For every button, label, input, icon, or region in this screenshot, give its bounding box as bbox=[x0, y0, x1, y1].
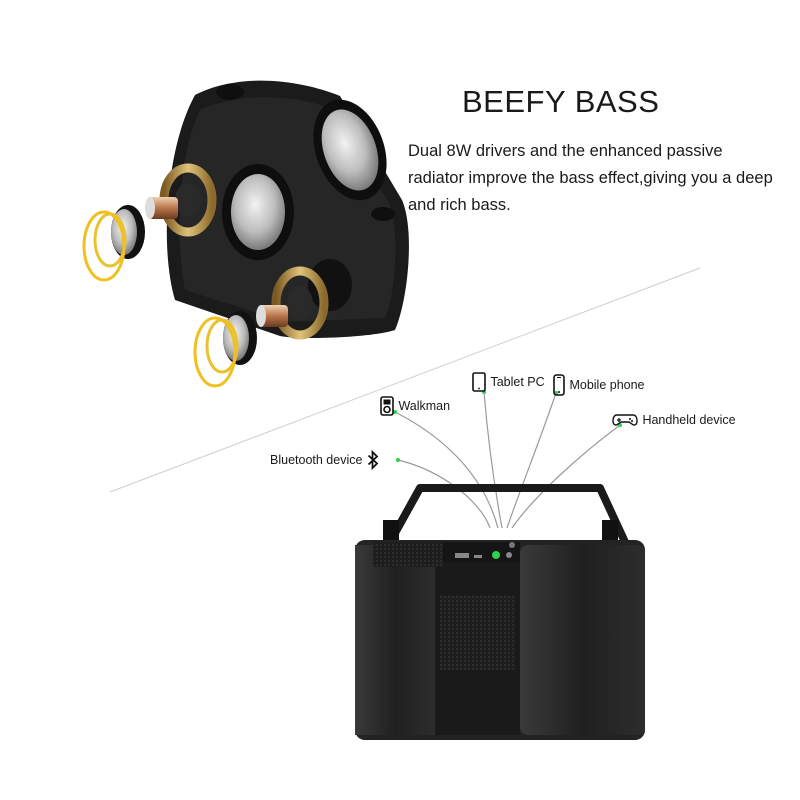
boombox-speaker bbox=[355, 484, 645, 740]
speaker-chassis bbox=[166, 80, 409, 338]
device-bluetooth: Bluetooth device bbox=[270, 449, 379, 471]
diagonal-divider bbox=[109, 267, 701, 493]
mobile-label: Mobile phone bbox=[569, 378, 645, 393]
device-tablet: Tablet PC bbox=[472, 372, 545, 392]
tablet-icon bbox=[472, 372, 486, 392]
feature-description: Dual 8W drivers and the enhanced passive… bbox=[408, 142, 773, 214]
driver-parts-upper bbox=[82, 163, 217, 282]
device-mobile: Mobile phone bbox=[553, 374, 645, 396]
walkman-label: Walkman bbox=[398, 399, 451, 414]
headline: BEEFY BASS bbox=[462, 84, 660, 119]
driver-parts-lower bbox=[193, 266, 329, 388]
mobile-phone-icon bbox=[553, 374, 565, 396]
music-player-icon bbox=[380, 396, 394, 416]
bluetooth-icon bbox=[367, 449, 379, 471]
handheld-label: Handheld device bbox=[642, 413, 736, 427]
device-handheld: Handheld device bbox=[612, 411, 736, 429]
gamepad-icon bbox=[612, 414, 638, 426]
tablet-label: Tablet PC bbox=[490, 375, 545, 390]
bluetooth-label: Bluetooth device bbox=[270, 453, 363, 468]
device-walkman: Walkman bbox=[380, 396, 450, 416]
